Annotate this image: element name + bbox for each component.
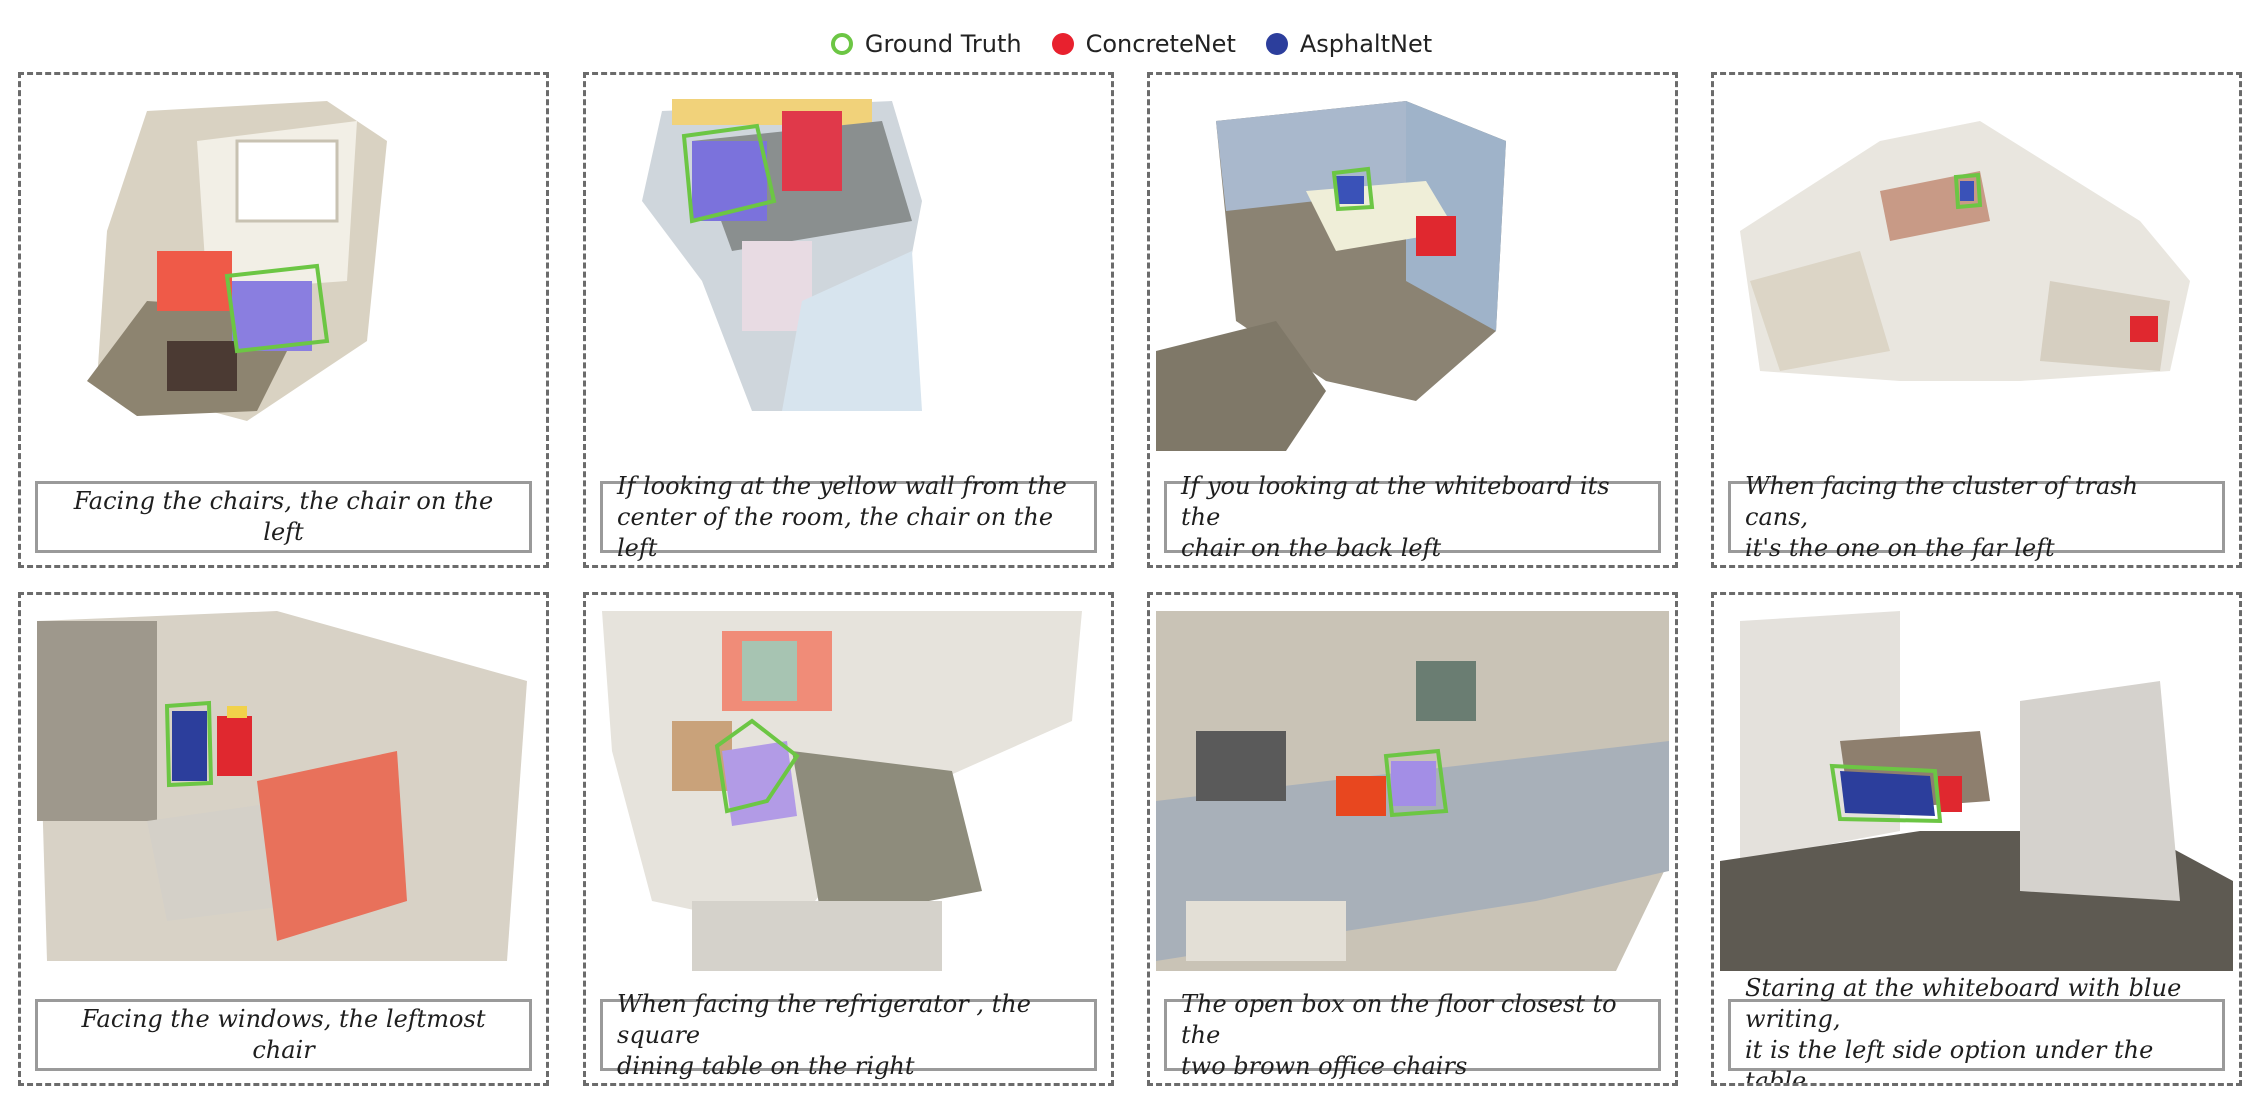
caption-text: When facing the refrigerator , the squar… — [617, 989, 1031, 1080]
scene-render-4 — [1740, 121, 2190, 381]
scene-panel-1: Facing the chairs, the chair on the left — [18, 72, 549, 568]
scene-render-1 — [87, 101, 387, 421]
scene-render-5 — [37, 611, 527, 961]
caption-text: Staring at the whiteboard with blue writ… — [1745, 974, 2182, 1086]
asphaltnet-dot-icon — [1265, 33, 1288, 55]
caption-box: Facing the chairs, the chair on the left — [35, 481, 532, 553]
legend: Ground Truth ConcreteNet AsphaltNet — [0, 24, 2263, 64]
scene-panel-3: If you looking at the whiteboard its the… — [1147, 72, 1678, 568]
scene-panel-6: When facing the refrigerator , the squar… — [583, 592, 1114, 1086]
legend-label: AsphaltNet — [1299, 30, 1433, 58]
caption-box: The open box on the floor closest to the… — [1164, 990, 1661, 1080]
legend-item-ground-truth: Ground Truth — [830, 30, 1022, 58]
scene-render-2 — [642, 99, 922, 411]
caption-text: If looking at the yellow wall from the c… — [617, 471, 1067, 562]
caption-box: When facing the refrigerator , the squar… — [600, 990, 1097, 1080]
caption-text: When facing the cluster of trash cans, i… — [1745, 471, 2139, 562]
caption-text: Facing the windows, the leftmost chair — [81, 1005, 486, 1064]
scene-panel-4: When facing the cluster of trash cans, i… — [1711, 72, 2242, 568]
caption-text: Facing the chairs, the chair on the left — [73, 487, 494, 546]
scene-render-3 — [1156, 101, 1506, 451]
scene-render-8 — [1720, 611, 2233, 971]
legend-item-asphaltnet: AsphaltNet — [1265, 30, 1433, 58]
caption-box: Facing the windows, the leftmost chair — [35, 999, 532, 1071]
caption-box: Staring at the whiteboard with blue writ… — [1728, 974, 2225, 1083]
ground-truth-ring-icon — [830, 33, 853, 55]
caption-box: When facing the cluster of trash cans, i… — [1728, 472, 2225, 562]
scene-panel-5: Facing the windows, the leftmost chair — [18, 592, 549, 1086]
scene-panel-2: If looking at the yellow wall from the c… — [583, 72, 1114, 568]
caption-text: The open box on the floor closest to the… — [1181, 989, 1617, 1080]
legend-item-concretenet: ConcreteNet — [1051, 30, 1236, 58]
caption-box: If looking at the yellow wall from the c… — [600, 472, 1097, 562]
legend-label: ConcreteNet — [1085, 30, 1236, 58]
caption-box: If you looking at the whiteboard its the… — [1164, 472, 1661, 562]
scene-panel-8: Staring at the whiteboard with blue writ… — [1711, 592, 2242, 1086]
concretenet-dot-icon — [1051, 33, 1074, 55]
scene-render-7 — [1156, 611, 1669, 971]
scene-render-6 — [602, 611, 1082, 971]
legend-label: Ground Truth — [864, 30, 1022, 58]
scene-panel-7: The open box on the floor closest to the… — [1147, 592, 1678, 1086]
caption-text: If you looking at the whiteboard its the… — [1181, 471, 1610, 562]
